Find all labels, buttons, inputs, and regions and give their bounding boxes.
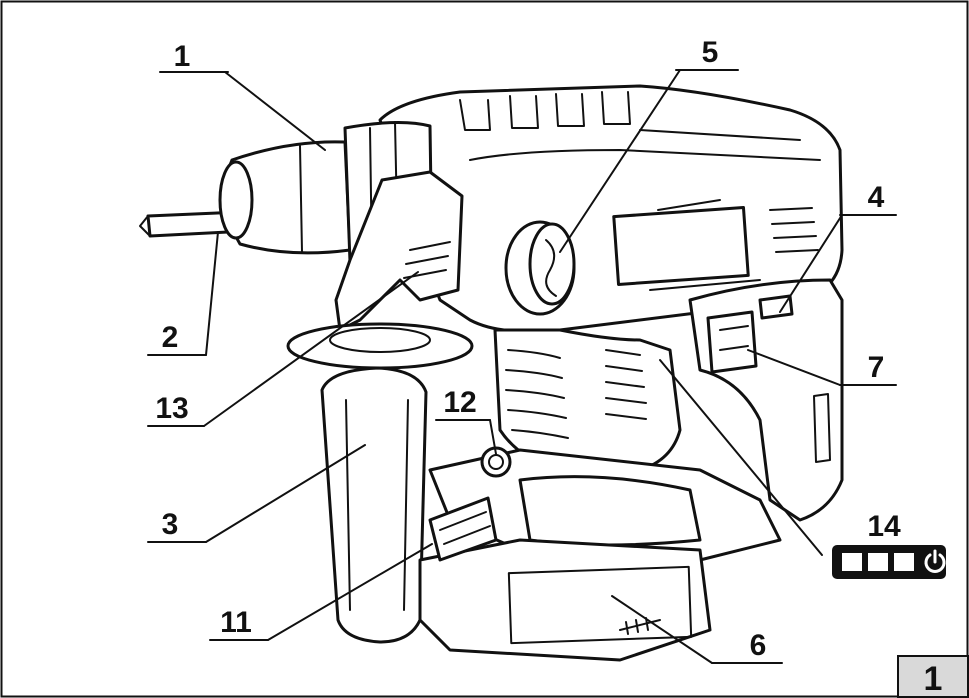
callout-4: 4 (868, 181, 885, 214)
callout-5: 5 (702, 36, 719, 69)
callout-1: 1 (174, 40, 191, 73)
battery-pack (418, 446, 782, 662)
callout-13: 13 (155, 392, 188, 425)
callout-12: 12 (443, 386, 476, 419)
figure-number-box: 1 (897, 655, 969, 698)
leader-lines (147, 69, 897, 664)
mode-selector-dial (504, 220, 576, 316)
callout-3: 3 (162, 508, 179, 541)
rear-handle (688, 278, 844, 522)
power-icon (924, 549, 946, 573)
battery-level-indicator (832, 545, 946, 579)
callout-14: 14 (867, 510, 901, 543)
motor-housing (378, 84, 844, 334)
drill-illustration (139, 84, 844, 662)
callout-7: 7 (868, 351, 885, 384)
side-handle-assembly (286, 170, 474, 644)
callout-6: 6 (750, 629, 767, 662)
callout-2: 2 (162, 321, 179, 354)
callout-11: 11 (220, 606, 252, 639)
figure-number: 1 (924, 660, 943, 698)
